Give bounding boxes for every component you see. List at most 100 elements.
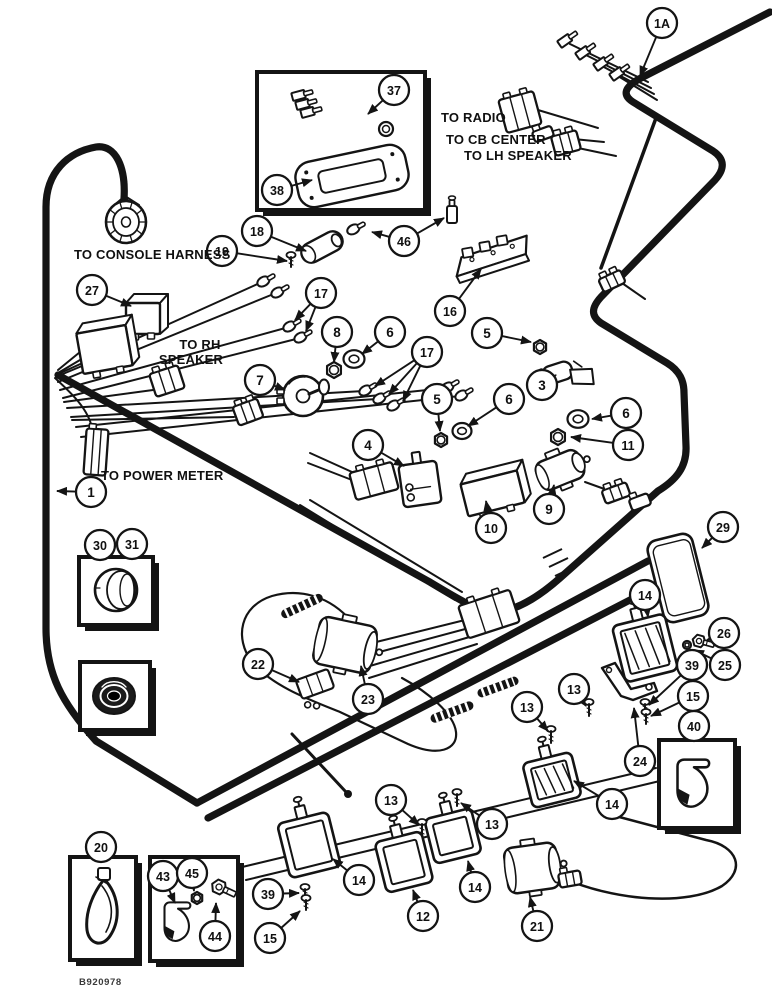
wire	[617, 75, 658, 101]
callout-number: 40	[687, 720, 701, 734]
part-flagterm	[556, 30, 579, 49]
callout-leader	[283, 888, 300, 898]
callout-balloon	[510, 690, 544, 724]
part-roundconn	[104, 199, 148, 245]
callout-leader	[332, 858, 348, 871]
part-motor	[312, 613, 384, 676]
callout-number: 6	[622, 406, 630, 421]
part-screw	[300, 894, 312, 911]
callout-number: 5	[483, 326, 491, 341]
callout-leader	[291, 178, 313, 188]
callout-balloon	[628, 578, 662, 612]
callout-balloon	[75, 273, 109, 307]
callout-37: 37	[367, 73, 411, 115]
callout-13: 13	[374, 783, 420, 826]
callout-balloon	[458, 870, 492, 904]
callout-7: 7	[243, 363, 286, 397]
routing-label: TO LH SPEAKER	[464, 148, 572, 163]
part-flagterm	[574, 42, 597, 61]
callout-number: 6	[386, 325, 394, 340]
callout-balloon	[532, 492, 566, 526]
wire	[71, 416, 235, 421]
callout-balloon	[84, 830, 118, 864]
callout-balloon	[175, 856, 209, 890]
inset-box-shadow	[263, 78, 431, 216]
conduit-wrap-hatch	[480, 676, 516, 698]
figure-reference-number: B920978	[79, 977, 122, 988]
callout-leader	[570, 433, 613, 444]
callout-leader	[388, 362, 418, 395]
part-connector	[628, 491, 652, 512]
callout-balloon	[374, 783, 408, 817]
callout-1: 1	[56, 475, 108, 509]
callout-balloon	[198, 919, 232, 953]
callout-leader	[274, 382, 286, 391]
wire	[577, 147, 617, 157]
callout-number: 26	[717, 627, 731, 641]
callout-number: 13	[384, 794, 398, 808]
part-motor	[534, 447, 591, 492]
callout-leader	[358, 665, 368, 685]
inset-box-shadow	[156, 863, 244, 967]
part-connector	[457, 587, 521, 639]
callout-number: 17	[420, 346, 434, 360]
callout-20: 20	[84, 830, 118, 864]
callout-balloon	[595, 787, 629, 821]
callout-balloon	[525, 368, 559, 402]
callout-balloon	[83, 528, 117, 562]
part-ring	[681, 639, 693, 651]
callout-balloon	[351, 682, 385, 716]
part-washer	[342, 349, 366, 369]
callout-number: 29	[716, 521, 730, 535]
wire	[54, 377, 93, 429]
callout-number: 14	[638, 589, 652, 603]
callout-10: 10	[474, 500, 508, 545]
callout-leader	[270, 235, 307, 252]
callout-number: 12	[416, 910, 430, 924]
callout-leader	[434, 414, 444, 432]
part-connector	[531, 123, 555, 143]
callout-leader	[412, 889, 421, 902]
part-screw	[451, 788, 463, 807]
callout-leader	[547, 484, 557, 496]
wire	[290, 732, 348, 794]
routing-label: TO CONSOLE HARNESS	[74, 247, 231, 262]
callout-39: 39	[648, 648, 709, 706]
callout-leader	[650, 701, 680, 717]
callout-6: 6	[361, 315, 407, 355]
callout-number: 4	[364, 438, 372, 453]
callout-number: 20	[94, 841, 108, 855]
callout-balloon	[557, 672, 591, 706]
part-connector	[82, 422, 110, 477]
mount-tick	[554, 566, 575, 577]
part-switchbox	[397, 450, 443, 509]
part-box3d	[75, 313, 141, 379]
callout-number: 27	[85, 284, 99, 298]
callout-9: 9	[532, 484, 566, 526]
callout-balloon	[410, 335, 444, 369]
wire	[57, 365, 83, 377]
part-ring	[377, 120, 395, 138]
wire	[59, 326, 290, 391]
callout-22: 22	[241, 647, 300, 683]
part-connector	[598, 265, 626, 293]
part-flagterm	[592, 53, 615, 72]
part-lamp	[611, 597, 679, 683]
callout-leader	[305, 307, 317, 332]
callout-number: 24	[633, 755, 647, 769]
callout-number: 13	[520, 701, 534, 715]
callout-14: 14	[628, 578, 662, 618]
callout-leader	[166, 889, 176, 904]
harness-cable	[204, 581, 663, 822]
callout-balloon	[373, 315, 407, 349]
callout-leader	[648, 674, 682, 706]
wire	[621, 282, 646, 300]
callout-13: 13	[460, 802, 509, 841]
callout-leader	[701, 537, 713, 549]
cable-wrap-tick	[662, 95, 674, 107]
callout-leader	[330, 347, 340, 363]
part-bullet	[282, 318, 302, 333]
part-connector	[601, 477, 631, 505]
callout-balloon	[611, 428, 645, 462]
